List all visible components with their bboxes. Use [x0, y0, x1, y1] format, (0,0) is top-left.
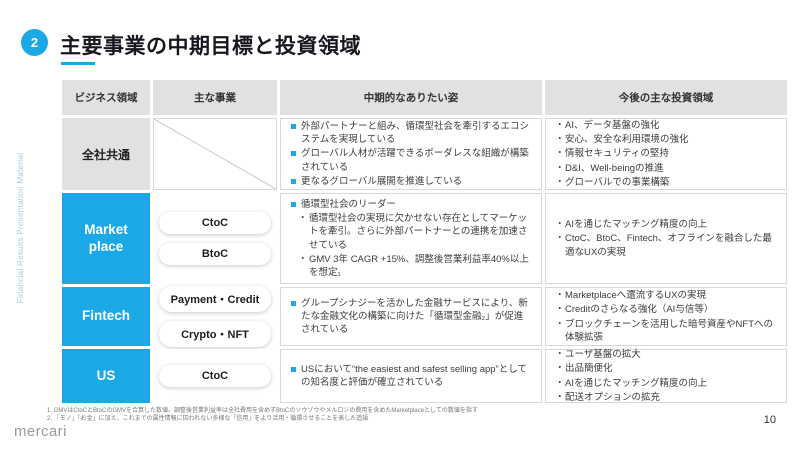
list-item: ・AIを通じたマッチング精度の向上 [555, 219, 707, 231]
footnotes: 1. GMVはCtoCとBtoCのGMVを合算した数値。調整後営業利益率は全社費… [47, 407, 478, 423]
bullet-dot-icon: ・ [555, 233, 565, 245]
business-badge-crypto-nft: Crypto・NFT [159, 321, 271, 347]
list-item: ・AI、データ基盤の強化 [555, 120, 660, 132]
list-item: ・AIを通じたマッチング精度の向上 [555, 377, 707, 389]
bullet-dot-icon: ・ [555, 349, 565, 361]
business-badge-ctoc-us: CtoC [159, 365, 271, 387]
business-cell-us: CtoC [153, 349, 277, 403]
footnote-1: 1. GMVはCtoCとBtoCのGMVを合算した数値。調整後営業利益率は全社費… [47, 408, 478, 414]
midterm-goals-table: ビジネス領域 主な事業 中期的なありたい姿 今後の主な投資領域 全社共通 外部パ… [62, 80, 787, 403]
bullet-square-icon [291, 202, 296, 208]
list-item: ・CtoC、BtoC、Fintech、オフラインを融合した最適なUXの実現 [555, 233, 772, 258]
investment-cell-fintech: ・Marketplaceへ還流するUXの実現 ・Creditのさらなる強化（AI… [545, 287, 787, 346]
business-cell-marketplace: CtoC BtoC [153, 193, 277, 284]
list-item: グローバル人材が活躍できるボーダレスな組織が構築されている [290, 147, 532, 173]
list-item: ・情報セキュリティの堅持 [555, 148, 669, 160]
side-watermark-label: Financial Results Presentation Material [16, 152, 25, 304]
bullet-dot-icon: ・ [555, 120, 565, 132]
slide-number: 2 [30, 35, 39, 50]
bullet-dot-icon: ・ [555, 219, 565, 231]
midterm-cell-us: USにおいて“the easiest and safest selling ap… [280, 349, 542, 403]
bullet-square-icon [291, 366, 296, 372]
list-item: ・Marketplaceへ還流するUXの実現 [555, 290, 706, 302]
investment-cell-marketplace: ・AIを通じたマッチング精度の向上 ・CtoC、BtoC、Fintech、オフラ… [545, 193, 787, 284]
bullet-dot-icon: ・ [555, 290, 565, 302]
list-item: 外部パートナーと組み、循環型社会を牽引するエコシステムを実現している [290, 120, 532, 146]
bullet-dot-icon: ・ [555, 304, 565, 316]
midterm-cell-fintech: グループシナジーを活かした金融サービスにより、新たな金融文化の構築に向けた「循環… [280, 287, 542, 346]
bullet-dot-icon: ・ [555, 318, 565, 330]
list-subitem: ・循環型社会の実現に欠かせない存在としてマーケットを牽引。さらに外部パートナーと… [298, 213, 528, 251]
list-item: ・配送オプションの拡充 [555, 391, 661, 403]
bullet-square-icon [291, 124, 296, 130]
investment-cell-companywide: ・AI、データ基盤の強化 ・安心、安全な利用環境の強化 ・情報セキュリティの堅持… [545, 118, 787, 190]
bullet-dot-icon: ・ [298, 253, 308, 265]
bullet-dot-icon: ・ [555, 176, 565, 188]
mercari-logo: mercari [14, 423, 67, 440]
col-header-business-area: ビジネス領域 [62, 80, 150, 115]
investment-cell-us: ・ユーザ基盤の拡大 ・出品簡便化 ・AIを通じたマッチング精度の向上 ・配送オプ… [545, 349, 787, 403]
list-item: ・ブロックチェーンを活用した暗号資産やNFTへの体験拡張 [555, 318, 773, 343]
row-label-us: US [62, 349, 150, 403]
list-item: 循環型社会のリーダー [290, 198, 532, 211]
list-item: ・ユーザ基盤の拡大 [555, 349, 641, 361]
slide-number-badge: 2 [21, 29, 48, 56]
bullet-dot-icon: ・ [555, 391, 565, 403]
bullet-dot-icon: ・ [555, 134, 565, 146]
list-item: ・D&I、Well-beingの推進 [555, 162, 664, 174]
midterm-cell-companywide: 外部パートナーと組み、循環型社会を牽引するエコシステムを実現している グローバル… [280, 118, 542, 190]
list-item: ・出品簡便化 [555, 363, 613, 375]
bullet-dot-icon: ・ [555, 363, 565, 375]
midterm-cell-marketplace: 循環型社会のリーダー ・循環型社会の実現に欠かせない存在としてマーケットを牽引。… [280, 193, 542, 284]
list-subitem: ・GMV 3年 CAGR +15%、調整後営業利益率40%以上を想定₁ [298, 253, 529, 278]
col-header-main-business: 主な事業 [153, 80, 277, 115]
page-number: 10 [763, 414, 776, 426]
row-label-companywide: 全社共通 [62, 118, 150, 190]
page-title: 主要事業の中期目標と投資領域 [60, 35, 361, 58]
title-underline [61, 62, 95, 65]
business-badge-btoc: BtoC [159, 243, 271, 265]
bullet-dot-icon: ・ [555, 148, 565, 160]
list-item: USにおいて“the easiest and safest selling ap… [290, 363, 532, 389]
list-item: ・安心、安全な利用環境の強化 [555, 134, 689, 146]
list-item: ・Creditのさらなる強化（AI与信等） [555, 304, 714, 316]
bullet-dot-icon: ・ [555, 162, 565, 174]
empty-cell [153, 118, 277, 190]
diagonal-line-icon [154, 119, 276, 189]
bullet-square-icon [291, 178, 296, 184]
list-item: ・グローバルでの事業構築 [555, 176, 670, 188]
bullet-square-icon [291, 151, 296, 157]
bullet-dot-icon: ・ [298, 213, 308, 225]
bullet-square-icon [291, 300, 296, 306]
business-badge-payment-credit: Payment・Credit [159, 286, 271, 312]
col-header-investment-areas: 今後の主な投資領域 [545, 80, 787, 115]
col-header-midterm-vision: 中期的なありたい姿 [280, 80, 542, 115]
business-cell-fintech: Payment・Credit Crypto・NFT [153, 286, 277, 347]
row-label-fintech: Fintech [62, 287, 150, 346]
list-item: グループシナジーを活かした金融サービスにより、新たな金融文化の構築に向けた「循環… [290, 297, 532, 336]
business-badge-ctoc: CtoC [159, 212, 271, 234]
row-label-marketplace: Market place [62, 193, 150, 284]
list-item: 更なるグローバル展開を推進している [290, 175, 532, 188]
footnote-2: 2. 「モノ」「お金」に加え、これまでの属性情報に囚われない多様な「信用」をより… [47, 416, 369, 422]
bullet-dot-icon: ・ [555, 377, 565, 389]
